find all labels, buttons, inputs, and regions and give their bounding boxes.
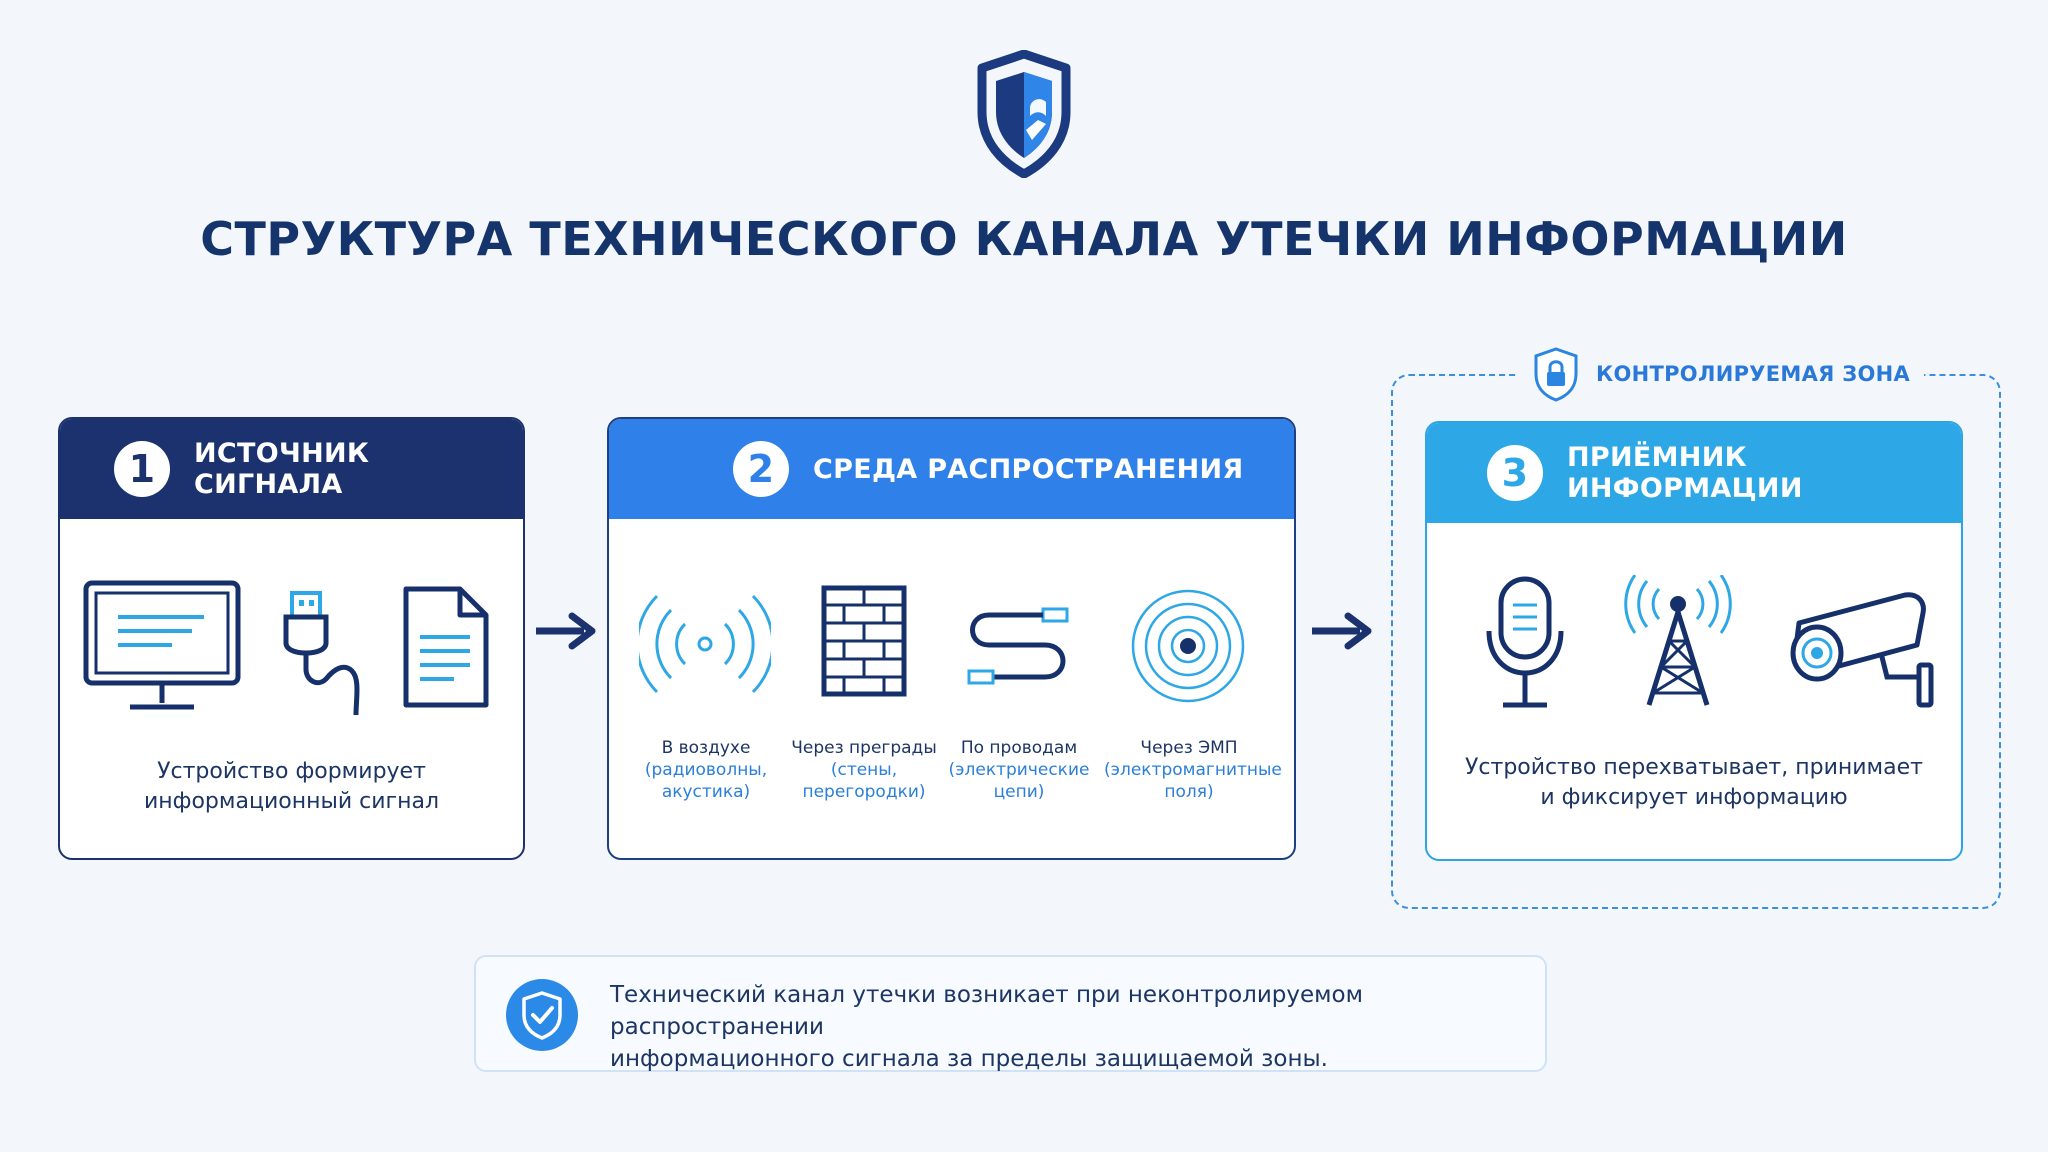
- document-icon: [403, 586, 489, 708]
- stage-title: ИСТОЧНИК СИГНАЛА: [194, 438, 370, 500]
- stage-title: СРЕДА РАСПРОСТРАНЕНИЯ: [813, 453, 1244, 485]
- media-label-air: В воздухе (радиоволны, акустика): [644, 738, 768, 802]
- note-text: Технический канал утечки возникает при н…: [610, 982, 1363, 1072]
- stage-description: Устройство перехватывает, принимает и фи…: [1465, 755, 1923, 810]
- usb-cable-icon: [283, 591, 360, 716]
- shield-logo-icon: [977, 50, 1071, 178]
- media-label-emf: Через ЭМП (электромагнитные поля): [1104, 738, 1282, 802]
- camera-icon: [1790, 592, 1934, 708]
- radio-waves-icon: [639, 594, 771, 694]
- controlled-zone-label: КОНТРОЛИРУЕМАЯ ЗОНА: [1518, 346, 1925, 402]
- stage-number: 2: [733, 441, 789, 497]
- stage-number: 1: [114, 441, 170, 497]
- stage-card-source: 1 ИСТОЧНИК СИГНАЛА Устройство формирует …: [58, 417, 525, 860]
- em-field-icon: [1131, 589, 1245, 703]
- stage-card-medium: 2 СРЕДА РАСПРОСТРАНЕНИЯ В воздухе: [607, 417, 1296, 860]
- stage-title: ПРИЁМНИК ИНФОРМАЦИИ: [1567, 442, 1803, 504]
- arrow-right-icon: [1312, 612, 1372, 650]
- stage-header-source: 1 ИСТОЧНИК СИГНАЛА: [60, 419, 523, 519]
- stage-card-receiver: 3 ПРИЁМНИК ИНФОРМАЦИИ Устройство перехва…: [1425, 421, 1963, 861]
- antenna-tower-icon: [1624, 575, 1732, 706]
- arrow-right-icon: [536, 612, 596, 650]
- stage-header-medium: 2 СРЕДА РАСПРОСТРАНЕНИЯ: [609, 419, 1294, 519]
- stage-number: 3: [1487, 445, 1543, 501]
- shield-lock-icon: [1534, 347, 1578, 402]
- page-title: СТРУКТУРА ТЕХНИЧЕСКОГО КАНАЛА УТЕЧКИ ИНФ…: [200, 212, 1848, 266]
- wire-icon: [967, 607, 1069, 685]
- stage-header-receiver: 3 ПРИЁМНИК ИНФОРМАЦИИ: [1427, 423, 1961, 523]
- microphone-icon: [1486, 576, 1564, 708]
- monitor-icon: [83, 580, 241, 710]
- info-note: Технический канал утечки возникает при н…: [474, 955, 1547, 1072]
- media-label-barriers: Через преграды (стены, перегородки): [791, 738, 937, 802]
- media-label-wires: По проводам (электрические цепи): [948, 738, 1090, 802]
- shield-check-icon: [506, 979, 578, 1051]
- brick-wall-icon: [821, 585, 907, 697]
- stage-description: Устройство формирует информационный сигн…: [143, 759, 440, 814]
- zone-label-text: КОНТРОЛИРУЕМАЯ ЗОНА: [1596, 362, 1911, 386]
